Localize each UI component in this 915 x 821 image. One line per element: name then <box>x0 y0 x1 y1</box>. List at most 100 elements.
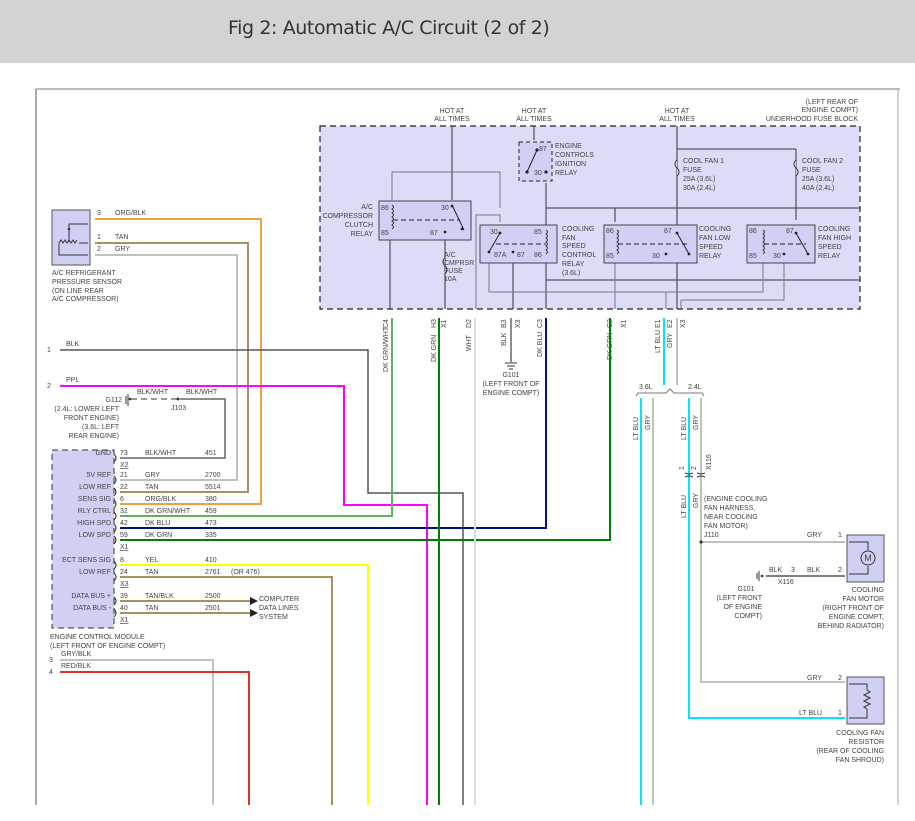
resistor-pin1: 1 <box>838 710 842 717</box>
ecm-pin-number: 73 <box>120 450 128 457</box>
harness-connector-icon <box>684 472 706 478</box>
ecm-pin-function: HIGH SPD <box>77 520 111 527</box>
fan-motor-label-3: (RIGHT FRONT OF <box>822 605 884 612</box>
resistor-label-3: (REAR OF COOLING <box>816 748 884 755</box>
hot-label-2b: ALL TIMES <box>516 116 552 123</box>
ac-fuse-label-3: FUSE <box>444 268 463 275</box>
g112-location-1: (2.4L: LOWER LEFT <box>54 406 119 413</box>
speed-relay-pin-86: 86 <box>534 252 542 259</box>
variant-brace <box>635 388 705 397</box>
wire-blk <box>60 349 464 805</box>
hot-label-3a: HOT AT <box>665 108 690 115</box>
ecm-wire-color: TAN <box>145 569 158 576</box>
ecm-circuit-number: 2700 <box>205 472 221 479</box>
harness-pin-2: 2 <box>691 466 698 470</box>
low-relay-label-3: SPEED <box>699 244 723 251</box>
ac-fuse-label-1: A/C <box>444 252 456 259</box>
motor-symbol-label: M <box>864 553 872 563</box>
ecm-pin-number: 21 <box>120 472 128 479</box>
high-relay-pin-30: 30 <box>773 253 781 260</box>
wire-gry-24 <box>700 398 845 683</box>
g112-wire-right: BLK/WHT <box>186 389 218 396</box>
conn-pin-c4: C4 <box>383 319 390 328</box>
splice-j110: J110 <box>704 532 719 539</box>
conn-x3-b: X3 <box>680 319 687 328</box>
wire-ppl <box>60 385 428 805</box>
ac-relay-label-4: RELAY <box>351 231 374 238</box>
cool-fan-2-fuse-rating-36: 25A (3.6L) <box>802 176 834 183</box>
fan-motor-label-5: BEHIND RADIATOR) <box>818 623 884 630</box>
cool-fan-1-fuse: COOL FAN 1 FUSE 25A (3.6L) 30A (2.4L) <box>674 158 724 192</box>
ecm-pin-number: 40 <box>120 605 128 612</box>
sensor-wire-tan: TAN <box>115 234 128 241</box>
ecm-circuit-number: 2500 <box>205 593 221 600</box>
resistor-label-4: FAN SHROUD) <box>836 757 884 764</box>
conn-wire-lt-blu: LT BLU <box>655 330 662 353</box>
engine-control-module: ENGINE CONTROL MODULE (LEFT FRONT OF ENG… <box>50 449 165 650</box>
ecm-pin-function: DATA BUS + <box>71 593 111 600</box>
ecm-connector-id: X2 <box>120 462 129 469</box>
ignition-relay-label-2: CONTROLS <box>555 152 594 159</box>
ecm-circuit-number: 5514 <box>205 484 221 491</box>
low-relay-label-4: RELAY <box>699 253 722 260</box>
harness-label-3: NEAR COOLING <box>704 514 758 521</box>
conn-x1-b: X1 <box>621 319 628 328</box>
motor-ground-location-1: (LEFT FRONT <box>717 595 763 602</box>
ecm-circuit-number: 451 <box>205 450 217 457</box>
ignition-relay-label-3: IGNITION <box>555 161 586 168</box>
cool-fan-1-fuse-label-2: FUSE <box>683 167 702 174</box>
conn-pin-e2: E2 <box>667 319 674 328</box>
high-relay-pin-85: 85 <box>749 253 757 260</box>
ecm-pin-function: LOW REF <box>79 484 111 491</box>
ecm-connector-id: X1 <box>120 544 129 551</box>
ac-relay-pin-85: 85 <box>381 230 389 237</box>
splice-j110-dot <box>699 540 703 544</box>
ecm-pin-connector-icon <box>113 523 117 533</box>
harness-label-2: FAN HARNESS, <box>704 505 755 512</box>
conn-pin-h3: H3 <box>431 319 438 328</box>
ground-g101-top: G101 (LEFT FRONT OF ENGINE COMPT) <box>483 318 539 397</box>
high-relay-label-4: RELAY <box>818 253 841 260</box>
ecm-pin-connector-icon <box>113 453 117 463</box>
branch-wire-label-3: LT BLU <box>681 417 688 440</box>
ecm-circuit-number: 473 <box>205 520 217 527</box>
ac-relay-pin-87: 87 <box>430 230 438 237</box>
fan-motor-label-2: FAN MOTOR <box>843 596 884 603</box>
ecm-pin-connector-icon <box>113 499 117 509</box>
fan-motor-label-4: ENGINE COMPT, <box>829 614 884 621</box>
ecm-pin-function: ECT SENS SIG <box>62 557 111 564</box>
ecm-location: (LEFT FRONT OF ENGINE COMPT) <box>50 643 165 650</box>
g101-id: G101 <box>502 372 519 379</box>
offpage-wire-gry-blk: GRY/BLK <box>61 651 92 658</box>
harness-pin-1: 1 <box>679 466 686 470</box>
branch-wire-label-2: GRY <box>645 415 652 430</box>
resistor-symbol-icon <box>862 689 872 710</box>
ac-relay-label-3: CLUTCH <box>345 222 373 229</box>
data-lines-label-3: SYSTEM <box>259 614 288 621</box>
resistor-label-2: RESISTOR <box>848 739 884 746</box>
speed-relay-label-3: SPEED <box>562 243 586 250</box>
sensor-label-4: A/C COMPRESSOR) <box>52 296 119 303</box>
harness-wire-lt-blu: LT BLU <box>681 495 688 518</box>
low-relay-pin-85: 85 <box>606 253 614 260</box>
resistor-label-1: COOLING FAN <box>836 730 884 737</box>
speed-relay-label-1: COOLING <box>562 226 594 233</box>
ecm-wire-color: DK GRN <box>145 532 172 539</box>
motor-ground-wire: BLK <box>769 567 783 574</box>
data-lines-label-1: COMPUTER <box>259 596 299 603</box>
ac-fuse-label-2: CMPRSR <box>444 260 474 267</box>
wire-dk-grn-335 <box>120 318 611 541</box>
motor-pin2: 2 <box>838 567 842 574</box>
offpage-wire-blk: BLK <box>66 341 80 348</box>
ecm-circuit-number: 380 <box>205 496 217 503</box>
ecm-pin-connector-icon <box>113 608 117 618</box>
resistor-pin2-wire: GRY <box>807 675 822 682</box>
ac-cmprsr-fuse: A/C CMPRSR FUSE 10A <box>442 252 474 283</box>
ecm-pin-number: 32 <box>120 508 128 515</box>
cool-fan-1-fuse-rating-24: 30A (2.4L) <box>683 185 715 192</box>
wire-gry-blk <box>60 659 214 805</box>
low-relay-label-1: COOLING <box>699 226 731 233</box>
cool-fan-2-fuse: COOL FAN 2 FUSE 25A (3.6L) 40A (2.4L) <box>793 158 843 192</box>
cooling-fan-branch: 3.6L 2.4L LT BLU GRY LT BLU GRY X116 1 2… <box>633 318 845 805</box>
motor-ground-location-2: OF ENGINE <box>723 604 762 611</box>
